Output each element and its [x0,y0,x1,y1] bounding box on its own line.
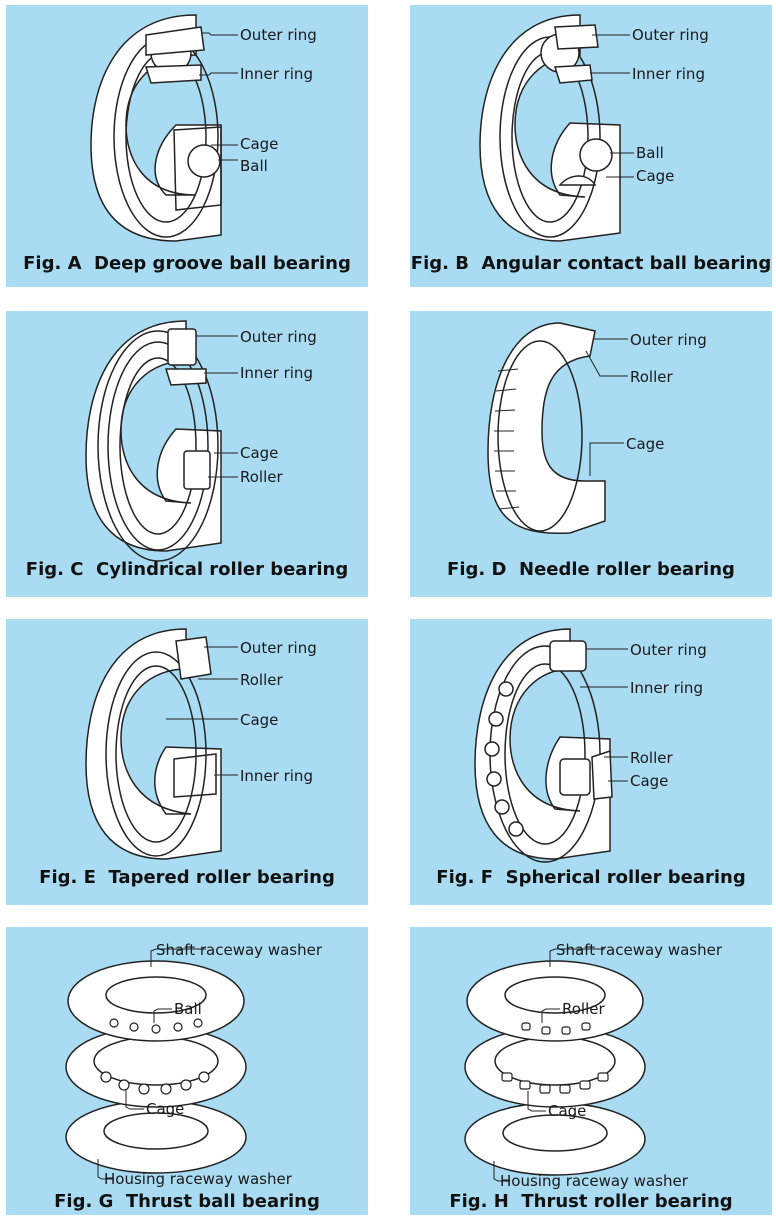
caption-fig-c: Fig. C Cylindrical roller bearing [6,559,368,580]
label-cage: Cage [636,167,674,185]
label-cage: Cage [548,1102,586,1120]
caption-fig-f: Fig. F Spherical roller bearing [410,867,772,888]
label-ball: Ball [240,157,268,175]
caption-fig-h: Fig. H Thrust roller bearing [410,1191,772,1212]
needle-roller-bearing-drawing [410,311,772,597]
label-ball: Ball [636,144,664,162]
label-inner-ring: Inner ring [240,767,313,785]
caption-fig-label: Fig. E [39,867,96,888]
panel-fig-b: Outer ring Inner ring Ball Cage Fig. B A… [410,5,772,287]
caption-fig-e: Fig. E Tapered roller bearing [6,867,368,888]
panel-fig-h: Shaft raceway washer Roller Cage Housing… [410,927,772,1215]
label-cage: Cage [146,1100,184,1118]
label-cage: Cage [626,435,664,453]
label-outer-ring: Outer ring [240,639,317,657]
caption-fig-label: Fig. C [26,559,84,580]
label-inner-ring: Inner ring [630,679,703,697]
label-shaft-raceway-washer: Shaft raceway washer [156,941,322,959]
panel-fig-a: Outer ring Inner ring Cage Ball Fig. A D… [6,5,368,287]
label-roller: Roller [240,468,283,486]
label-cage: Cage [240,135,278,153]
panel-fig-g: Shaft raceway washer Ball Cage Housing r… [6,927,368,1215]
caption-title: Needle roller bearing [519,559,735,580]
label-housing-raceway-washer: Housing raceway washer [104,1170,292,1188]
panel-fig-d: Outer ring Roller Cage Fig. D Needle rol… [410,311,772,597]
label-roller: Roller [630,368,673,386]
panel-fig-c: Outer ring Inner ring Cage Roller Fig. C… [6,311,368,597]
label-shaft-raceway-washer: Shaft raceway washer [556,941,722,959]
label-inner-ring: Inner ring [632,65,705,83]
caption-title: Angular contact ball bearing [482,253,772,274]
caption-title: Thrust roller bearing [521,1191,732,1212]
label-outer-ring: Outer ring [632,26,709,44]
deep-groove-ball-bearing-drawing [6,5,368,287]
label-housing-raceway-washer: Housing raceway washer [500,1172,688,1190]
label-cage: Cage [240,711,278,729]
label-outer-ring: Outer ring [240,328,317,346]
caption-fig-g: Fig. G Thrust ball bearing [6,1191,368,1212]
caption-fig-label: Fig. A [23,253,81,274]
label-ball: Ball [174,1000,202,1018]
label-outer-ring: Outer ring [630,641,707,659]
tapered-roller-bearing-drawing [6,619,368,905]
label-outer-ring: Outer ring [630,331,707,349]
label-inner-ring: Inner ring [240,65,313,83]
cylindrical-roller-bearing-drawing [6,311,368,597]
caption-fig-label: Fig. D [447,559,506,580]
caption-title: Spherical roller bearing [506,867,746,888]
caption-title: Tapered roller bearing [108,867,334,888]
label-roller: Roller [562,1000,605,1018]
angular-contact-ball-bearing-drawing [410,5,772,287]
label-roller: Roller [240,671,283,689]
caption-fig-label: Fig. F [436,867,493,888]
label-outer-ring: Outer ring [240,26,317,44]
caption-fig-label: Fig. G [54,1191,113,1212]
label-cage: Cage [240,444,278,462]
caption-title: Cylindrical roller bearing [96,559,348,580]
caption-title: Deep groove ball bearing [94,253,351,274]
caption-fig-b: Fig. B Angular contact ball bearing [410,253,772,274]
caption-title: Thrust ball bearing [126,1191,320,1212]
spherical-roller-bearing-drawing [410,619,772,905]
panel-fig-e: Outer ring Roller Cage Inner ring Fig. E… [6,619,368,905]
label-cage: Cage [630,772,668,790]
label-roller: Roller [630,749,673,767]
label-inner-ring: Inner ring [240,364,313,382]
caption-fig-d: Fig. D Needle roller bearing [410,559,772,580]
caption-fig-label: Fig. B [411,253,469,274]
caption-fig-a: Fig. A Deep groove ball bearing [6,253,368,274]
panel-fig-f: Outer ring Inner ring Roller Cage Fig. F… [410,619,772,905]
caption-fig-label: Fig. H [449,1191,509,1212]
